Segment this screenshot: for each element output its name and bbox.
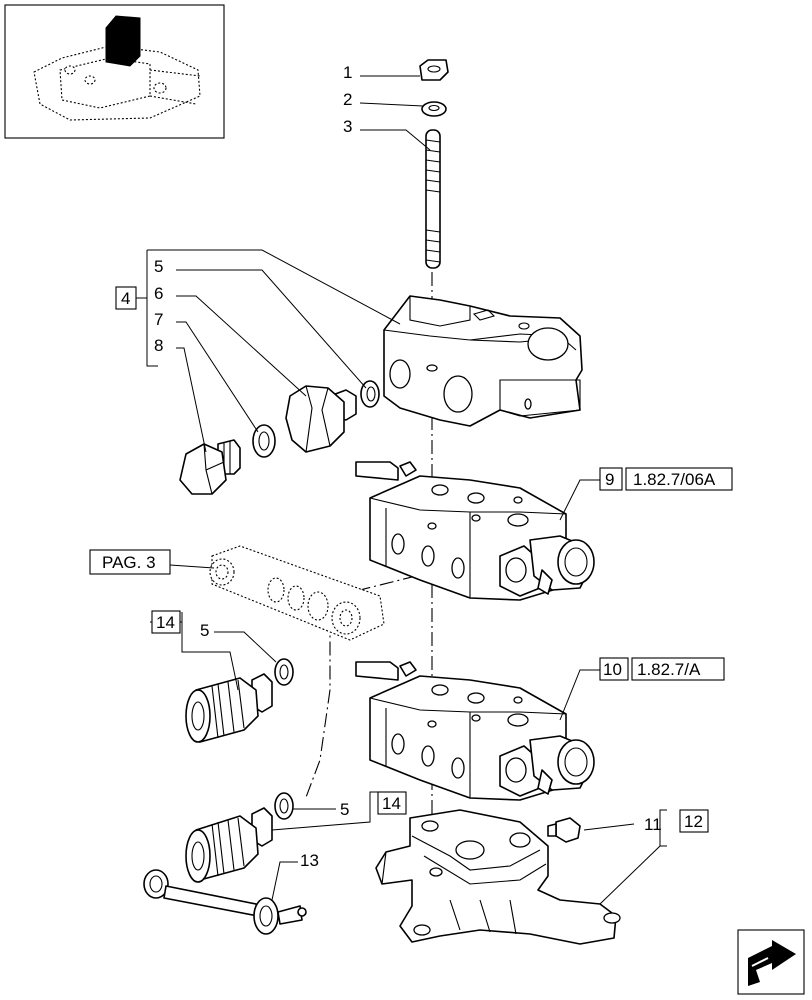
callout-1: 1 — [343, 63, 352, 82]
part-base-plate — [375, 809, 621, 945]
callout-9: 9 — [605, 470, 614, 489]
callout-5-upper: 5 — [154, 257, 163, 276]
part-quick-coupler-upper — [185, 658, 294, 743]
callout-box-14b — [377, 791, 407, 815]
part-plug-small — [547, 817, 581, 843]
part-plug — [179, 439, 241, 495]
part-fitting — [285, 385, 357, 453]
callout-box-10 — [599, 657, 629, 681]
callout-4: 4 — [121, 289, 130, 308]
part-cover-block — [383, 295, 583, 427]
callout-6: 6 — [154, 284, 163, 303]
ref-box-9[interactable] — [625, 467, 733, 491]
part-valve-section-upper — [355, 461, 595, 601]
callout-box-12 — [679, 809, 709, 833]
next-page-button[interactable] — [737, 929, 805, 995]
callout-11: 11 — [644, 815, 662, 834]
reference-10[interactable]: 1.82.7/A — [637, 660, 701, 679]
callout-8: 8 — [154, 336, 163, 355]
reference-9[interactable]: 1.82.7/06A — [633, 470, 716, 489]
callout-box-14a — [151, 610, 181, 634]
highlight-block-icon — [105, 15, 141, 67]
part-dust-cap — [143, 869, 307, 935]
callout-12: 12 — [684, 812, 703, 831]
callout-5-middle: 5 — [200, 621, 209, 640]
page-ref-box[interactable] — [89, 549, 171, 575]
leader-lines — [116, 75, 667, 905]
part-quick-coupler-lower — [185, 792, 294, 883]
callout-14-lower: 14 — [382, 794, 401, 813]
part-washer — [421, 101, 447, 117]
part-nut — [419, 59, 449, 81]
part-valve-section-lower — [355, 661, 595, 801]
part-stud — [425, 129, 441, 269]
callout-10: 10 — [603, 660, 622, 679]
secondary-axis — [304, 569, 441, 801]
callout-5-lower: 5 — [340, 800, 349, 819]
part-seal-washer — [252, 424, 276, 458]
callout-14-upper: 14 — [156, 613, 175, 632]
callout-box-9 — [599, 467, 623, 491]
callout-2: 2 — [343, 90, 352, 109]
callout-3: 3 — [343, 117, 352, 136]
arrow-icon — [748, 940, 796, 986]
callout-box-4 — [115, 286, 137, 310]
page-reference[interactable]: PAG. 3 — [102, 553, 156, 572]
callout-7: 7 — [154, 310, 163, 329]
callout-13: 13 — [300, 851, 319, 870]
ref-box-10[interactable] — [631, 657, 725, 681]
ghost-linkage — [209, 545, 385, 641]
thumbnail-overview[interactable] — [4, 4, 225, 139]
